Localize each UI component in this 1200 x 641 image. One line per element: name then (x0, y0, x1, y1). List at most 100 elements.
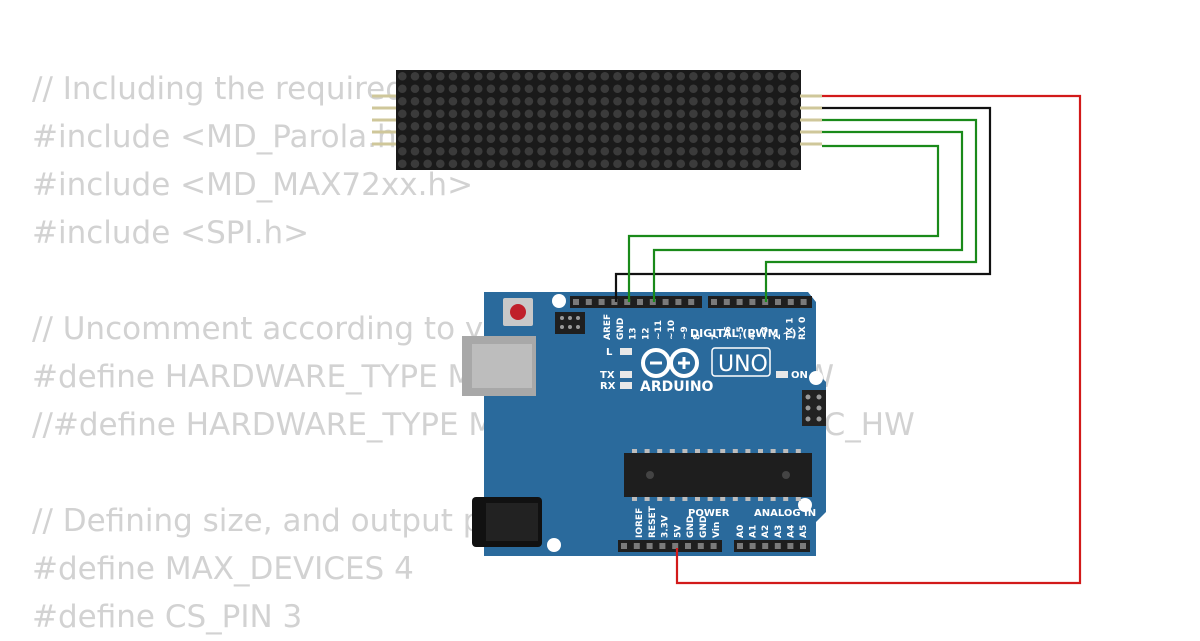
wire-gnd-black (614, 106, 992, 302)
matrix-led (727, 159, 736, 169)
matrix-led (423, 146, 432, 156)
matrix-led (537, 121, 546, 131)
matrix-led (739, 84, 749, 94)
matrix-led (587, 109, 597, 119)
matrix-led (423, 159, 432, 169)
matrix-led (448, 134, 458, 144)
matrix-led (663, 109, 673, 119)
matrix-led (511, 109, 521, 119)
matrix-led (777, 159, 787, 169)
matrix-led (739, 109, 749, 119)
matrix-led (587, 159, 597, 169)
matrix-led (625, 121, 635, 131)
matrix-led (575, 96, 584, 106)
matrix-led (790, 109, 799, 119)
matrix-led (739, 159, 749, 169)
matrix-led (752, 96, 762, 106)
matrix-led (663, 96, 673, 106)
led-rx (620, 382, 632, 389)
matrix-led (524, 121, 534, 131)
matrix-led (524, 159, 534, 169)
matrix-led (423, 96, 432, 106)
matrix-led (651, 109, 660, 119)
matrix-led (777, 109, 787, 119)
matrix-led (410, 109, 420, 119)
matrix-led (701, 71, 711, 81)
pin-label: ~5 (736, 326, 746, 340)
code-line: #define CS_PIN 3 (32, 599, 303, 635)
matrix-led (790, 159, 799, 169)
matrix-led (689, 134, 698, 144)
matrix-led (575, 121, 584, 131)
matrix-led (765, 96, 774, 106)
led-matrix-display[interactable] (396, 70, 801, 170)
matrix-led (790, 121, 799, 131)
matrix-led (423, 134, 432, 144)
matrix-led (448, 84, 458, 94)
matrix-led (511, 146, 521, 156)
matrix-led (714, 109, 724, 119)
mounting-hole (798, 498, 812, 512)
matrix-led (600, 146, 610, 156)
matrix-led (638, 71, 648, 81)
matrix-led (423, 71, 432, 81)
matrix-led (714, 96, 724, 106)
matrix-led (562, 146, 572, 156)
pin-label: 8 (693, 334, 703, 340)
matrix-led (727, 121, 736, 131)
matrix-dot-grid (398, 71, 799, 169)
matrix-led (701, 134, 711, 144)
matrix-led (752, 159, 762, 169)
matrix-led (575, 134, 584, 144)
matrix-led (435, 84, 445, 94)
matrix-led (435, 121, 445, 131)
matrix-led (524, 96, 534, 106)
matrix-led (613, 84, 622, 94)
matrix-led (499, 96, 508, 106)
matrix-led (651, 134, 660, 144)
reset-button[interactable] (503, 298, 533, 326)
matrix-led (701, 109, 711, 119)
matrix-led (714, 134, 724, 144)
matrix-led (486, 121, 496, 131)
pin-label: A4 (786, 525, 796, 538)
model-label: UNO (718, 352, 768, 377)
pin-label: ~6 (723, 326, 733, 340)
usb-port (462, 336, 536, 396)
matrix-led (765, 121, 774, 131)
matrix-led (663, 84, 673, 94)
matrix-led (790, 146, 799, 156)
matrix-led (549, 96, 559, 106)
matrix-led (663, 71, 673, 81)
matrix-led (689, 146, 698, 156)
brand-label: ARDUINO (640, 379, 714, 395)
matrix-led (739, 146, 749, 156)
matrix-led (625, 71, 635, 81)
matrix-led (600, 159, 610, 169)
pin-label: Vin (712, 522, 722, 538)
matrix-led (600, 121, 610, 131)
led-on (776, 371, 788, 378)
matrix-led (714, 121, 724, 131)
analog-label: ANALOG IN (754, 508, 816, 519)
matrix-led (398, 84, 407, 94)
matrix-led (537, 96, 546, 106)
matrix-led (676, 159, 686, 169)
matrix-led (435, 71, 445, 81)
wire-cs-green (652, 130, 964, 302)
matrix-led (511, 84, 521, 94)
pin-label: RESET (648, 505, 658, 538)
pin-label: GND (616, 318, 626, 340)
pin-label: ~9 (680, 326, 690, 340)
matrix-led (765, 159, 774, 169)
matrix-led (410, 84, 420, 94)
pin-label: RX 0 (798, 317, 808, 340)
matrix-led (625, 146, 635, 156)
matrix-led (651, 71, 660, 81)
matrix-led (486, 109, 496, 119)
matrix-led (398, 71, 407, 81)
matrix-led (398, 121, 407, 131)
matrix-led (638, 159, 648, 169)
matrix-led (765, 71, 774, 81)
